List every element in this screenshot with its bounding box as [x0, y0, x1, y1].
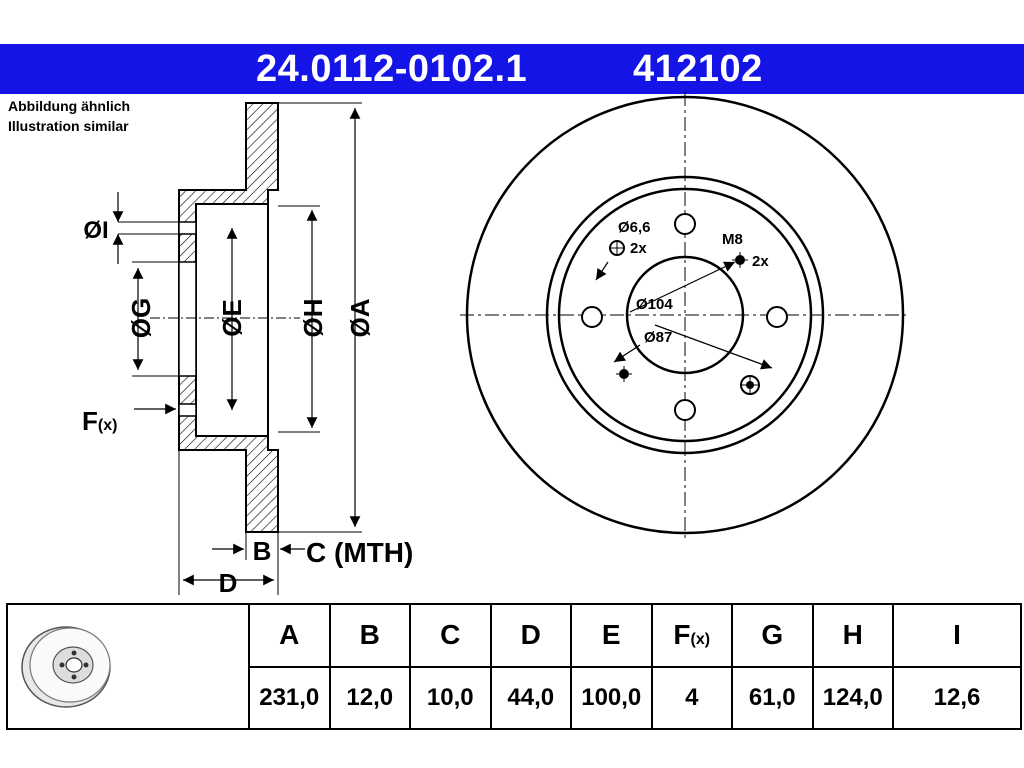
mounting-hole — [609, 240, 625, 256]
dim-label-e: ØE — [217, 299, 247, 337]
col-header-b: B — [328, 603, 411, 668]
bolt-hole — [581, 306, 603, 328]
col-header-d: D — [489, 603, 572, 668]
cross-section-view: ØI ØG ØE ØH ØA F(x) B C (MTH) D — [82, 102, 413, 598]
bolt-hole — [766, 306, 788, 328]
threaded-hole — [732, 252, 748, 268]
technical-drawing: ØI ØG ØE ØH ØA F(x) B C (MTH) D — [82, 92, 910, 598]
dim-label-c: C (MTH) — [306, 537, 413, 568]
dim-label-h: ØH — [298, 299, 328, 338]
col-header-h: H — [811, 603, 894, 668]
header-bar: 24.0112-0102.1 412102 — [0, 44, 1024, 94]
col-header-i: I — [892, 603, 1022, 668]
value-a: 231,0 — [248, 665, 331, 730]
front-view: Ø6,6 2x M8 2x Ø104 Ø87 — [460, 92, 910, 540]
dim-label-f: F(x) — [82, 406, 117, 436]
value-g: 61,0 — [731, 665, 814, 730]
thread-label: M8 — [722, 231, 743, 248]
value-c: 10,0 — [409, 665, 492, 730]
center-bore-label: Ø87 — [644, 329, 672, 346]
threaded-hole — [616, 366, 632, 382]
part-number: 24.0112-0102.1 — [256, 48, 528, 90]
bolt-hole — [674, 213, 696, 235]
pcd-label: Ø104 — [636, 296, 673, 313]
mounting-hole — [740, 375, 760, 395]
dim-label-g: ØG — [126, 298, 156, 338]
reference-number: 412102 — [633, 48, 763, 90]
hole-count-label: 2x — [630, 240, 647, 257]
value-d: 44,0 — [489, 665, 572, 730]
col-header-f: F(x) — [650, 603, 733, 668]
note-line-en: Illustration similar — [8, 118, 129, 134]
dim-label-i: ØI — [83, 217, 108, 244]
value-h: 124,0 — [811, 665, 894, 730]
dim-label-d: D — [219, 568, 238, 598]
col-header-c: C — [409, 603, 492, 668]
value-b: 12,0 — [328, 665, 411, 730]
note-line-de: Abbildung ähnlich — [8, 98, 131, 114]
disc-thumbnail-icon — [21, 626, 111, 708]
col-header-e: E — [570, 603, 653, 668]
col-header-a: A — [248, 603, 331, 668]
dim-label-b: B — [253, 536, 272, 566]
thread-count-label: 2x — [752, 253, 769, 270]
bolt-hole — [674, 399, 696, 421]
value-f: 4 — [650, 665, 733, 730]
col-header-g: G — [731, 603, 814, 668]
dim-label-a: ØA — [345, 298, 375, 337]
hole-diameter-label: Ø6,6 — [618, 219, 651, 236]
disc-thumbnail — [6, 603, 250, 730]
value-e: 100,0 — [570, 665, 653, 730]
value-i: 12,6 — [892, 665, 1022, 730]
specification-table: A B C D E F(x) G H I 231,0 12,0 10,0 44,… — [6, 603, 1022, 730]
